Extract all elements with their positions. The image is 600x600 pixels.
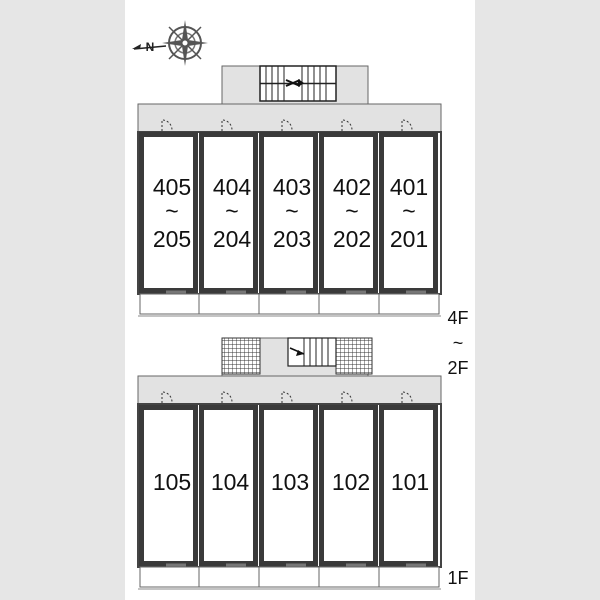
unit-number-top: 404 <box>213 174 252 200</box>
unit-number-bottom: 202 <box>333 226 371 252</box>
upper-block: 405 ~ 205 404 ~ 204 403 ~ 203 402 ~ 202 <box>137 65 469 378</box>
unit-number: 103 <box>271 469 309 495</box>
unit-number-bottom: 201 <box>390 226 428 252</box>
hatched-area-left <box>221 337 261 375</box>
compass-rose-icon <box>162 20 208 66</box>
unit-401-201: 401 ~ 201 <box>379 119 438 294</box>
unit-403-203: 403 ~ 203 <box>259 119 318 294</box>
unit-402-202: 402 ~ 202 <box>319 119 378 294</box>
unit-number: 105 <box>153 469 191 495</box>
unit-number-tilde: ~ <box>345 198 358 224</box>
floor-label-bottom: 2F <box>447 358 468 378</box>
upper-balcony <box>139 293 440 315</box>
compass: N <box>132 20 208 66</box>
lower-balcony <box>139 566 440 588</box>
hatched-area-right <box>335 337 373 375</box>
unit-105: 105 <box>139 391 198 567</box>
floor-label-top: 4F <box>447 308 468 328</box>
unit-number-top: 401 <box>390 174 428 200</box>
unit-404-204: 404 ~ 204 <box>199 119 258 294</box>
unit-number-bottom: 204 <box>213 226 252 252</box>
unit-103: 103 <box>259 391 318 567</box>
lower-staircase <box>287 337 337 367</box>
unit-number: 102 <box>332 469 370 495</box>
floor-label: 1F <box>447 568 468 588</box>
lower-block: 105 104 103 102 101 1F <box>137 337 469 590</box>
north-label: N <box>146 40 155 54</box>
unit-number-bottom: 205 <box>153 226 191 252</box>
unit-101: 101 <box>379 391 438 567</box>
unit-104: 104 <box>199 391 258 567</box>
unit-number-tilde: ~ <box>285 198 298 224</box>
unit-number-bottom: 203 <box>273 226 311 252</box>
lower-corridor <box>137 375 442 405</box>
upper-staircase <box>259 65 337 102</box>
upper-corridor <box>137 103 442 133</box>
unit-number-tilde: ~ <box>165 198 178 224</box>
unit-405-205: 405 ~ 205 <box>139 119 198 294</box>
unit-number-tilde: ~ <box>225 198 238 224</box>
unit-102: 102 <box>319 391 378 567</box>
floor-label-tilde: ~ <box>453 333 464 353</box>
north-arrow-icon <box>132 44 167 50</box>
unit-number-tilde: ~ <box>402 198 415 224</box>
unit-number: 101 <box>391 469 429 495</box>
unit-number-top: 405 <box>153 174 191 200</box>
unit-number-top: 402 <box>333 174 371 200</box>
unit-number-top: 403 <box>273 174 311 200</box>
unit-number: 104 <box>211 469 250 495</box>
